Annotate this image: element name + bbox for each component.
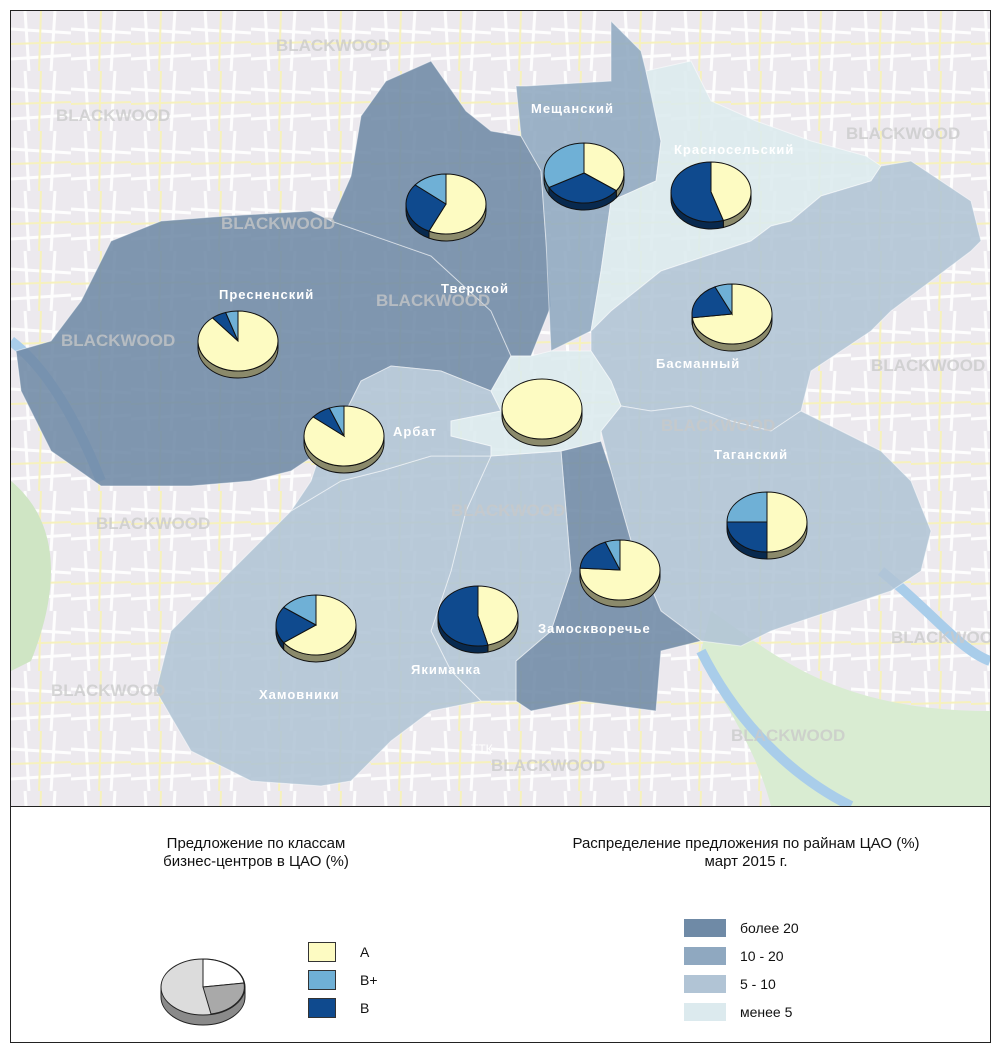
pie-slice [710, 161, 752, 222]
watermark: BLACKWOOD [871, 356, 985, 375]
classes-legend-title-line1: Предложение по классам [166, 835, 346, 852]
pie-slice [604, 539, 621, 571]
density-label-under-5: менее 5 [740, 1004, 793, 1020]
label-tagansky: Таганский [714, 447, 788, 462]
pie-marker [670, 161, 752, 230]
class-legend-item-b: B [308, 998, 369, 1018]
watermark: BLACKWOOD [661, 416, 775, 435]
river [696, 648, 854, 806]
watermark: BLACKWOOD [891, 628, 990, 647]
watermark: BLACKWOOD [96, 514, 210, 533]
label-meshchansky: Мещанский [531, 101, 614, 116]
density-legend-item-2: 5 - 10 [684, 975, 776, 993]
density-label-over-20: более 20 [740, 920, 799, 936]
pie-slice [437, 585, 489, 647]
pie-slice [328, 405, 345, 437]
watermark: BLACKWOOD [61, 331, 175, 350]
pie-slice [579, 541, 621, 571]
density-legend-item-0: более 20 [684, 919, 799, 937]
watermark: BLACKWOOD [846, 124, 960, 143]
pie-slice [405, 184, 447, 232]
class-label-a: A [360, 944, 370, 960]
sample-pie-icon [160, 958, 246, 1026]
pie-slice [583, 142, 625, 192]
pie-slice [691, 286, 733, 319]
watermark: BLACKWOOD [376, 291, 490, 310]
pie-slice [282, 594, 357, 656]
pie-slice [726, 491, 768, 523]
pie-marker [726, 491, 808, 560]
pie-marker [405, 173, 487, 242]
label-basmanny: Басманный [656, 356, 740, 371]
classes-legend-title: Предложение по классам бизнес-центров в … [126, 835, 386, 871]
road-label-ttk: ТТК [471, 742, 493, 756]
class-legend-item-a: A [308, 942, 369, 962]
pie-slice [548, 172, 618, 204]
label-presnensky: Пресненский [219, 287, 314, 302]
label-tverskoy: Тверской [441, 281, 509, 296]
density-swatch-5-10 [684, 975, 726, 993]
label-zamoskvorechye: Замоскворечье [538, 621, 651, 636]
pie-slice [670, 161, 725, 223]
pie-slice [714, 283, 733, 316]
pie-slice [224, 310, 239, 342]
watermark: BLACKWOOD [451, 501, 565, 520]
density-swatch-10-20 [684, 947, 726, 965]
class-legend-item-bplus: B+ [308, 970, 378, 990]
watermark: BLACKWOOD [491, 756, 605, 775]
label-khamovniki: Хамовники [259, 687, 340, 702]
class-swatch-bplus [308, 970, 336, 990]
label-krasnoselsky: Красносельский [674, 142, 794, 157]
pie-slice [428, 173, 487, 235]
pie-slice [275, 606, 318, 644]
pie-marker [303, 405, 385, 474]
pie-marker [543, 142, 625, 211]
pie-marker [197, 310, 279, 379]
density-legend-item-1: 10 - 20 [684, 947, 784, 965]
watermark: BLACKWOOD [276, 36, 390, 55]
pie-marker [501, 378, 583, 447]
density-swatch-over-20 [684, 919, 726, 937]
watermark: BLACKWOOD [56, 106, 170, 125]
density-label-5-10: 5 - 10 [740, 976, 776, 992]
watermark: BLACKWOOD [221, 214, 335, 233]
distribution-legend-title: Распределение предложения по райнам ЦАО … [516, 835, 976, 871]
class-label-b: B [360, 1000, 370, 1016]
pie-layer [197, 142, 808, 663]
watermark-layer: BLACKWOOD BLACKWOOD BLACKWOOD BLACKWOOD … [51, 36, 990, 775]
watermark: BLACKWOOD [731, 726, 845, 745]
distribution-legend-title-line1: Распределение предложения по райнам ЦАО … [572, 835, 920, 852]
pie-slice [477, 585, 519, 646]
classes-legend-title-line2: бизнес-центров в ЦАО (%) [163, 853, 349, 870]
district-labels: Пресненский Тверской Мещанский Красносел… [219, 101, 794, 702]
label-arbat: Арбат [393, 424, 437, 439]
legend-panel: Предложение по классам бизнес-центров в … [11, 807, 990, 1042]
pie-slice [414, 173, 447, 205]
pie-marker [437, 585, 519, 654]
map-canvas: BLACKWOOD BLACKWOOD BLACKWOOD BLACKWOOD … [11, 11, 990, 806]
density-label-10-20: 10 - 20 [740, 948, 784, 964]
pie-slice [282, 594, 317, 626]
pie-marker [691, 283, 773, 352]
pie-slice [501, 378, 583, 440]
pie-slice [766, 491, 808, 553]
density-swatch-under-5 [684, 1003, 726, 1021]
map-figure: BLACKWOOD BLACKWOOD BLACKWOOD BLACKWOOD … [10, 10, 991, 1043]
pie-slice [726, 521, 768, 553]
pie-marker [579, 539, 661, 608]
pie-slice [543, 142, 585, 189]
park-area [11, 481, 51, 671]
distribution-legend-title-line2: март 2015 г. [704, 853, 788, 870]
district-map: BLACKWOOD BLACKWOOD BLACKWOOD BLACKWOOD … [11, 11, 990, 807]
class-swatch-b [308, 998, 336, 1018]
watermark: BLACKWOOD [51, 681, 165, 700]
label-yakimanka: Якиманка [411, 662, 481, 677]
pie-marker [275, 594, 357, 663]
class-label-bplus: B+ [360, 972, 378, 988]
class-swatch-a [308, 942, 336, 962]
density-legend-item-3: менее 5 [684, 1003, 792, 1021]
